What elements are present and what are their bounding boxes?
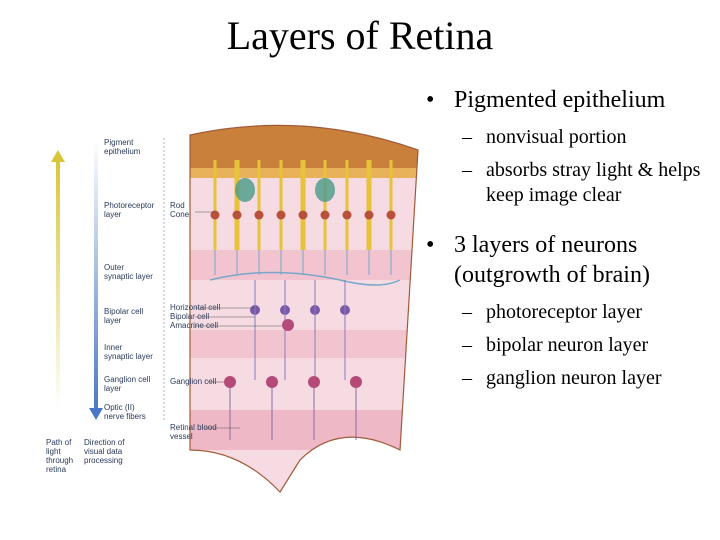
bullet-list: •Pigmented epithelium –nonvisual portion…	[420, 85, 720, 413]
vessel-label-line: Retinal blood	[170, 423, 217, 432]
sub-bullet: –photoreceptor layer	[420, 300, 720, 325]
bullet-2-subs: –photoreceptor layer –bipolar neuron lay…	[420, 300, 720, 391]
photoreceptor-nucleus	[276, 210, 286, 220]
sub-bullet: –ganglion neuron layer	[420, 366, 720, 391]
processing-arrowhead	[89, 408, 103, 420]
rod-label-line: Rod	[170, 201, 185, 210]
retina-cells	[209, 160, 401, 440]
light-path-caption-line: Path of	[46, 438, 72, 447]
ganglion-cell-label-line: Ganglion cell	[170, 377, 216, 386]
photoreceptor-nucleus	[298, 210, 308, 220]
cone-outer-segment	[235, 178, 255, 202]
light-path-caption-line: through	[46, 456, 73, 465]
ganglion-cell	[350, 376, 362, 388]
layer-label-outer-synaptic-line: synaptic layer	[104, 272, 153, 281]
layer-label-inner-synaptic-line: Inner	[104, 343, 123, 352]
cone-outer-segment	[315, 178, 335, 202]
vessel-label-line: vessel	[170, 432, 193, 441]
light-path-arrow-shaft	[56, 160, 60, 410]
slide-title: Layers of Retina	[0, 10, 720, 62]
light-path-arrowhead	[51, 150, 65, 162]
bullet-dot: •	[426, 232, 435, 258]
retina-outline	[189, 124, 419, 493]
cone-label: Cone	[170, 210, 190, 219]
dash: –	[462, 367, 472, 389]
ganglion-cell-label: Ganglion cell	[170, 377, 216, 386]
layer-label-ganglion-layer-line: Ganglion cell	[104, 375, 150, 384]
processing-direction-caption-line: visual data	[84, 447, 123, 456]
amacrine-cell-label-line: Amacrine cell	[170, 321, 218, 330]
bullet-1-text: Pigmented epithelium	[454, 87, 666, 113]
photoreceptor-nucleus	[232, 210, 242, 220]
photoreceptor-nucleus	[254, 210, 264, 220]
layer-label-outer-synaptic-line: Outer	[104, 263, 124, 272]
amacrine-cell	[282, 319, 294, 331]
dash: –	[462, 301, 472, 323]
photoreceptor-nucleus	[386, 210, 396, 220]
layer-label-optic-fibers-line: Optic (II)	[104, 403, 135, 412]
sub-bullet-text: photoreceptor layer	[486, 301, 643, 323]
dash: –	[462, 334, 472, 356]
sub-bullet-text: ganglion neuron layer	[486, 367, 662, 389]
processing-direction-caption-line: Direction of	[84, 438, 125, 447]
light-path-caption-line: light	[46, 447, 61, 456]
ganglion-cell	[266, 376, 278, 388]
ganglion-cell	[224, 376, 236, 388]
photoreceptor-nucleus	[320, 210, 330, 220]
cone-label-line: Cone	[170, 210, 190, 219]
rod-label: Rod	[170, 201, 185, 210]
bullet-1-subs: –nonvisual portion –absorbs stray light …	[420, 125, 720, 208]
horizontal-cell-label: Horizontal cell	[170, 303, 220, 312]
sub-bullet: –nonvisual portion	[420, 125, 720, 150]
bullet-dot: •	[426, 87, 435, 113]
layer-label-optic-fibers: Optic (II)nerve fibers	[104, 403, 146, 421]
processing-direction-caption-line: processing	[84, 456, 123, 465]
layer-label-optic-fibers-line: nerve fibers	[104, 412, 146, 421]
sub-bullet: –bipolar neuron layer	[420, 333, 720, 358]
photoreceptor-nucleus	[210, 210, 220, 220]
dash: –	[462, 126, 472, 148]
layer-label-bipolar-layer-line: layer	[104, 316, 122, 325]
amacrine-cell-label: Amacrine cell	[170, 321, 218, 330]
sub-bullet-text: absorbs stray light & helps keep image c…	[486, 159, 701, 206]
processing-arrow-shaft	[94, 140, 98, 410]
layer-label-bipolar-layer-line: Bipolar cell	[104, 307, 143, 316]
layer-label-ganglion-layer-line: layer	[104, 384, 122, 393]
bipolar-cell-label-line: Bipolar cell	[170, 312, 209, 321]
layer-label-pigment-epithelium-line: Pigment	[104, 138, 134, 147]
layer-label-inner-synaptic-line: synaptic layer	[104, 352, 153, 361]
layer-label-photoreceptor-layer-line: layer	[104, 210, 122, 219]
sub-bullet-text: nonvisual portion	[486, 126, 627, 148]
bipolar-cell-label: Bipolar cell	[170, 312, 209, 321]
layer-label-photoreceptor-layer-line: Photoreceptor	[104, 201, 155, 210]
sub-bullet-text: bipolar neuron layer	[486, 334, 649, 356]
photoreceptor-nucleus	[342, 210, 352, 220]
slide-title-text: Layers of Retina	[226, 13, 494, 58]
dash: –	[462, 159, 472, 181]
photoreceptor-nucleus	[364, 210, 374, 220]
horizontal-cell-process	[209, 271, 401, 286]
light-path-caption-line: retina	[46, 465, 67, 474]
bullet-2-text: 3 layers of neurons (outgrowth of brain)	[454, 232, 650, 288]
layer-label-pigment-epithelium-line: epithelium	[104, 147, 141, 156]
sub-bullet: –absorbs stray light & helps keep image …	[420, 158, 720, 208]
bullet-1: • Pigmented epithelium	[420, 85, 720, 115]
bullet-2: • 3 layers of neurons (outgrowth of brain…	[420, 230, 720, 290]
ganglion-cell	[308, 376, 320, 388]
horizontal-cell-label-line: Horizontal cell	[170, 303, 220, 312]
